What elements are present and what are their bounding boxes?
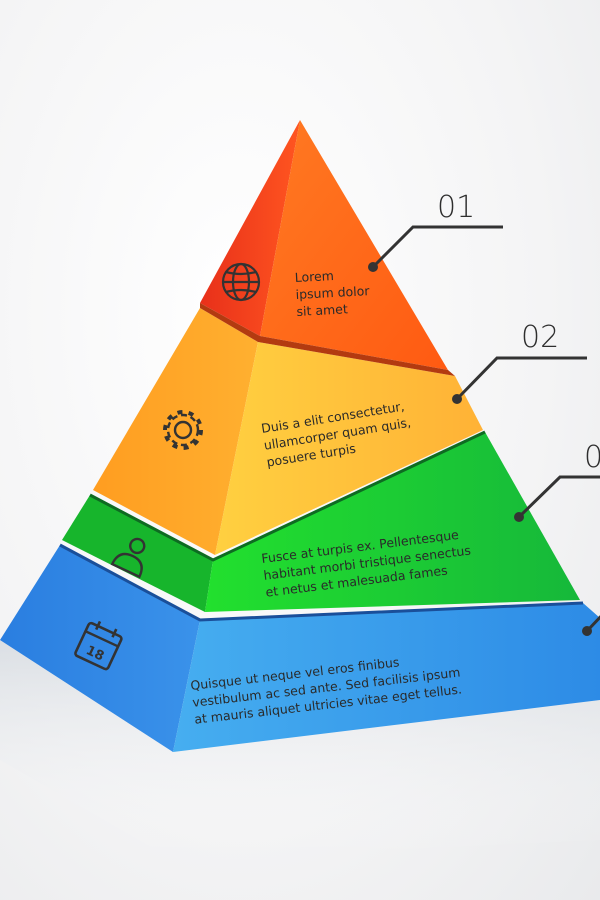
calendar-day: 18 [83,643,106,664]
tier-3-top-edge [89,430,486,562]
gear-icon [163,410,203,450]
calendar-icon: 18 [74,620,123,671]
tier-4[interactable] [0,543,600,752]
leader-line-3 [517,475,600,519]
leader-line-1 [371,225,503,269]
tier-4-right-face [173,603,600,752]
tier-3-right-face [205,432,580,612]
leader-dot-4 [582,626,592,636]
tier-2-right-face [215,342,483,555]
tier-4-left-face [0,545,200,752]
tier-1-text: Lorem ipsum dolor sit amet [294,266,374,319]
user-icon [110,537,146,579]
leader-line-2 [455,356,587,401]
floor-reflection [0,640,600,860]
tier-4-top-edge [59,543,584,622]
tier-1-number: 01 [437,190,475,225]
leader-dot-2 [452,394,462,404]
tier-1-right-face [260,120,448,370]
tier-1-bottom-edge [200,303,455,376]
tier-3-number: 03 [584,440,600,475]
leader-dot-1 [368,262,378,272]
tier-2-number: 02 [521,320,559,355]
globe-icon [221,262,261,302]
leader-dot-3 [514,512,524,522]
